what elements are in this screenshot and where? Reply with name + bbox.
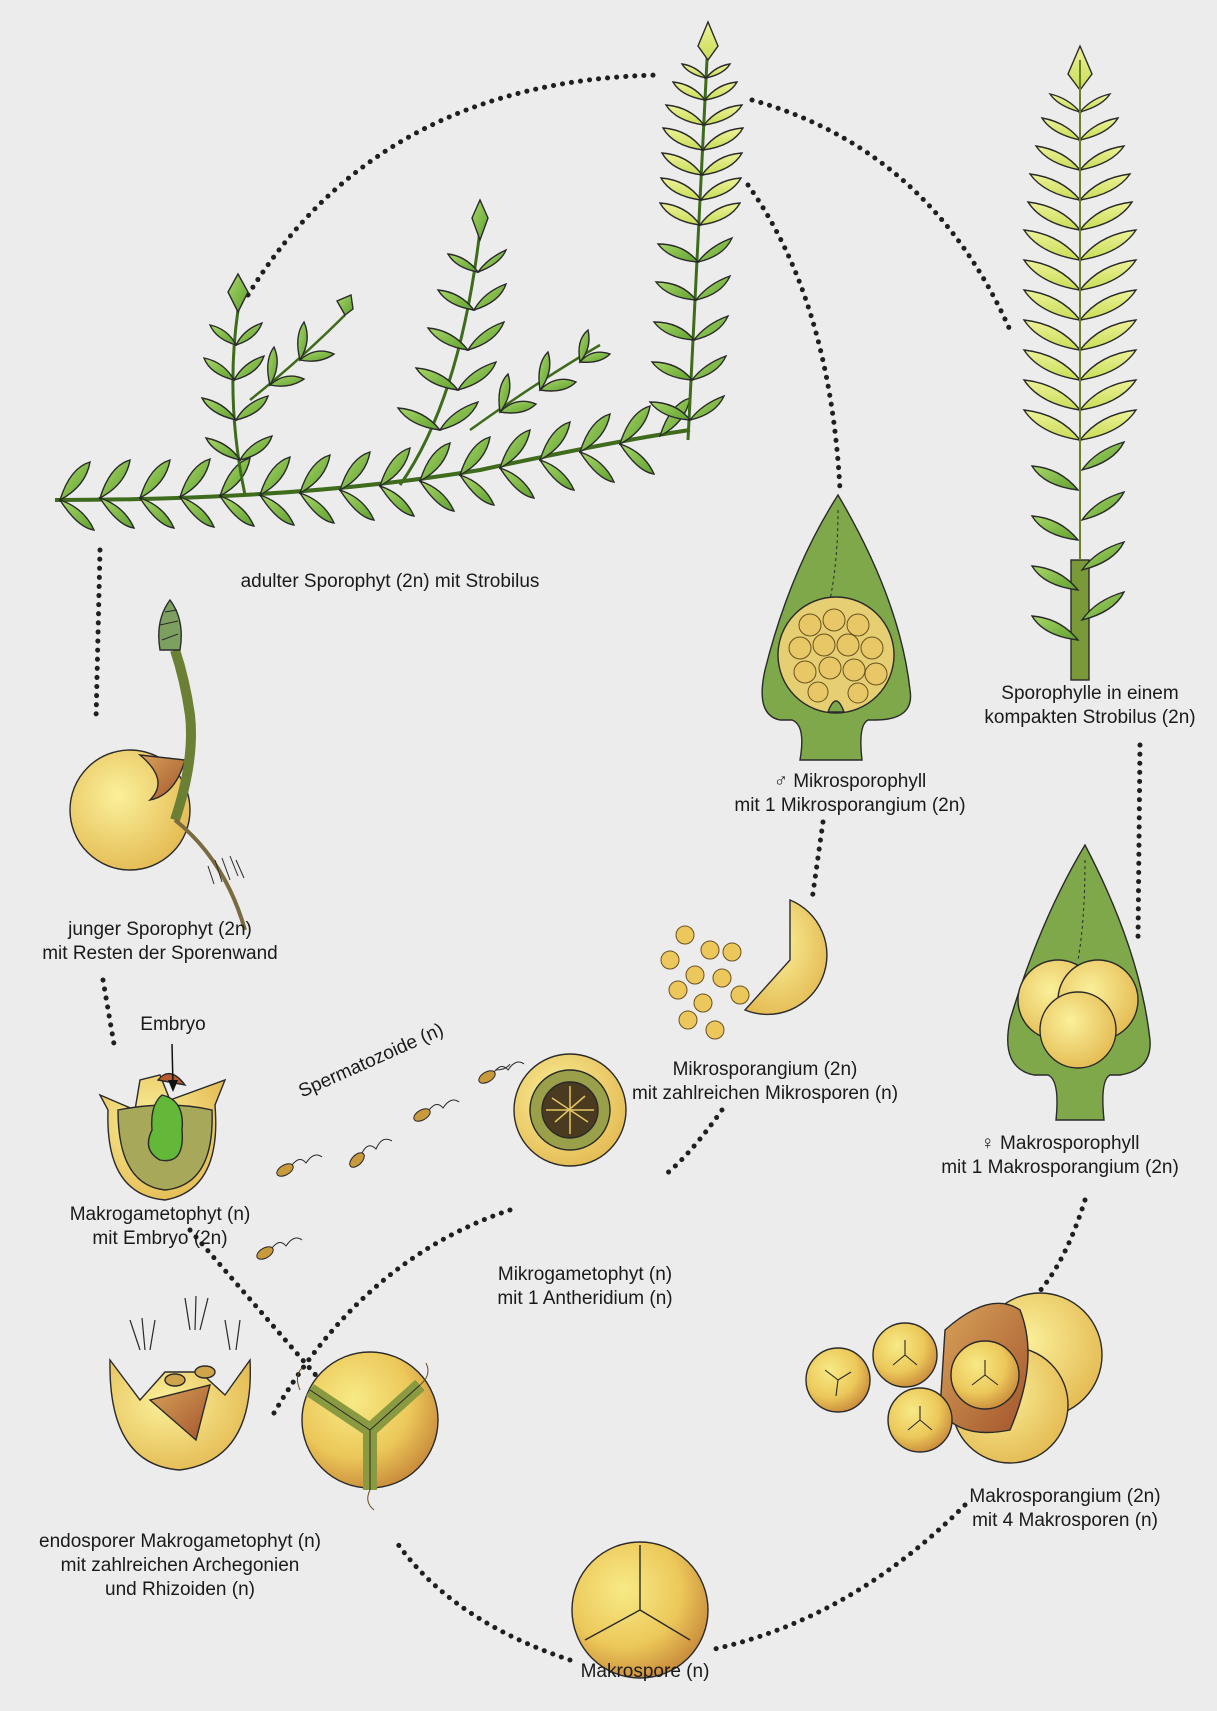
connector-microsporophyll-to-microsporangium	[812, 822, 823, 900]
connector-microsporangium-to-microgametophyte	[665, 1110, 722, 1175]
macrosporangium-illustration	[806, 1293, 1102, 1463]
label-adult-sporophyte: adulter Sporophyt (2n) mit Strobilus	[180, 570, 600, 594]
label-microsporangium: Mikrosporangium (2n) mit zahlreichen Mik…	[600, 1058, 930, 1106]
gametophyte-embryo-illustration	[100, 1044, 225, 1200]
connector-top-to-strobilus	[752, 100, 1010, 330]
label-microsporophyll: ♂ Mikrosporophyll mit 1 Mikrosporangium …	[700, 770, 1000, 818]
germinating-macrospore-illustration	[297, 1352, 438, 1510]
connector-macrospore-to-endosporic	[395, 1540, 570, 1660]
microsporophyll-illustration	[762, 495, 910, 760]
label-macrosporangium: Makrosporangium (2n) mit 4 Makrosporen (…	[930, 1485, 1200, 1533]
endosporic-gametophyte-illustration	[110, 1296, 250, 1470]
connector-gametophyte-to-endosporic	[190, 1230, 320, 1380]
connector-adult-to-young	[96, 550, 100, 720]
label-macrosporophyll: ♀ Makrosporophyll mit 1 Makrosporangium …	[905, 1132, 1215, 1180]
label-microgametophyte: Mikrogametophyt (n) mit 1 Antheridium (n…	[465, 1263, 705, 1311]
microsporangium-illustration	[661, 900, 827, 1039]
macrospore-illustration	[572, 1542, 708, 1678]
adult-sporophyte-illustration	[55, 22, 743, 530]
connector-shoot-to-microsporophyll	[748, 185, 840, 490]
label-macrospore: Makrospore (n)	[560, 1660, 730, 1684]
label-young-sporophyte: junger Sporophyt (2n) mit Resten der Spo…	[20, 918, 300, 966]
label-compact-strobilus: Sporophylle in einem kompakten Strobilus…	[960, 682, 1217, 730]
connector-strobilus-to-macrosporophyll	[1138, 745, 1140, 940]
label-macrogametophyte-embryo: Makrogametophyt (n) mit Embryo (2n)	[30, 1203, 290, 1251]
connector-macrosporangium-to-macrospore	[710, 1505, 965, 1650]
macrosporophyll-illustration	[1008, 845, 1150, 1120]
label-embryo: Embryo	[128, 1013, 218, 1037]
label-endosporic-gametophyte: endosporer Makrogametophyt (n) mit zahlr…	[10, 1530, 350, 1602]
connector-young-to-gametophyte	[103, 980, 115, 1050]
compact-strobilus-illustration	[1024, 46, 1136, 680]
